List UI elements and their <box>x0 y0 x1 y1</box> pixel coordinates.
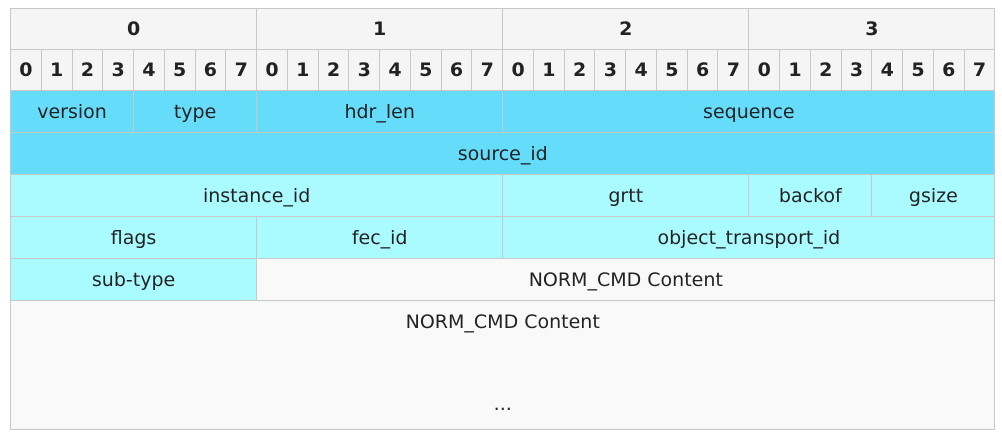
field-version: version <box>10 90 134 133</box>
bit-index-0-4: 4 <box>133 49 165 91</box>
byte-index-2: 2 <box>502 8 750 50</box>
bit-index-0-6: 6 <box>194 49 227 91</box>
field-norm-cmd-content: NORM_CMD Content <box>256 258 996 301</box>
bit-index-2-1: 1 <box>532 49 565 91</box>
field-hdr-len: hdr_len <box>256 90 504 133</box>
field-instance-id: instance_id <box>9 174 504 217</box>
content-row: NORM_CMD Content... <box>9 300 996 430</box>
field-norm-cmd-content-continued: NORM_CMD Content... <box>9 300 996 430</box>
byte-index-1: 1 <box>256 8 504 50</box>
bit-index-3-6: 6 <box>932 49 965 91</box>
field-fec-id: fec_id <box>256 216 504 259</box>
bit-index-3-1: 1 <box>779 49 811 91</box>
bit-index-2-7: 7 <box>717 49 750 91</box>
field-source-id: source_id <box>9 132 996 175</box>
field-sub-type: sub-type <box>9 258 258 301</box>
field-sequence: sequence <box>502 90 996 133</box>
bit-index-1-4: 4 <box>379 49 411 91</box>
bit-index-0-0: 0 <box>10 49 42 91</box>
bit-index-2-2: 2 <box>563 49 596 91</box>
bit-index-3-2: 2 <box>809 49 842 91</box>
byte-index-0: 0 <box>9 8 258 50</box>
bit-index-1-5: 5 <box>409 49 442 91</box>
field-object-transport-id: object_transport_id <box>502 216 996 259</box>
bit-index-2-3: 3 <box>594 49 627 91</box>
byte-index-3: 3 <box>748 8 996 50</box>
bit-index-0-5: 5 <box>163 49 196 91</box>
field-row-1: source_id <box>9 132 996 175</box>
bit-index-0-2: 2 <box>71 49 104 91</box>
bit-index-1-1: 1 <box>286 49 319 91</box>
field-backof: backof <box>748 174 873 217</box>
content-ellipsis: ... <box>493 393 512 415</box>
field-flags: flags <box>9 216 258 259</box>
bit-index-3-0: 0 <box>748 49 781 91</box>
bit-index-3-7: 7 <box>963 49 996 91</box>
bit-index-2-6: 6 <box>686 49 719 91</box>
bit-index-2-5: 5 <box>655 49 688 91</box>
field-grtt: grtt <box>502 174 750 217</box>
bit-index-3-3: 3 <box>840 49 873 91</box>
bit-index-2-0: 0 <box>502 49 534 91</box>
bit-index-3-4: 4 <box>871 49 904 91</box>
field-type: type <box>132 90 258 133</box>
bit-index-1-0: 0 <box>256 49 288 91</box>
bit-index-1-6: 6 <box>440 49 473 91</box>
bit-index-0-1: 1 <box>40 49 73 91</box>
bit-index-1-3: 3 <box>348 49 381 91</box>
bit-index-1-2: 2 <box>317 49 350 91</box>
bit-index-1-7: 7 <box>471 49 504 91</box>
bit-index-0-7: 7 <box>225 49 258 91</box>
field-gsize: gsize <box>871 174 996 217</box>
bit-index-0-3: 3 <box>102 49 134 91</box>
content-label: NORM_CMD Content <box>405 311 600 333</box>
bit-index-3-5: 5 <box>902 49 934 91</box>
bit-index-2-4: 4 <box>625 49 657 91</box>
